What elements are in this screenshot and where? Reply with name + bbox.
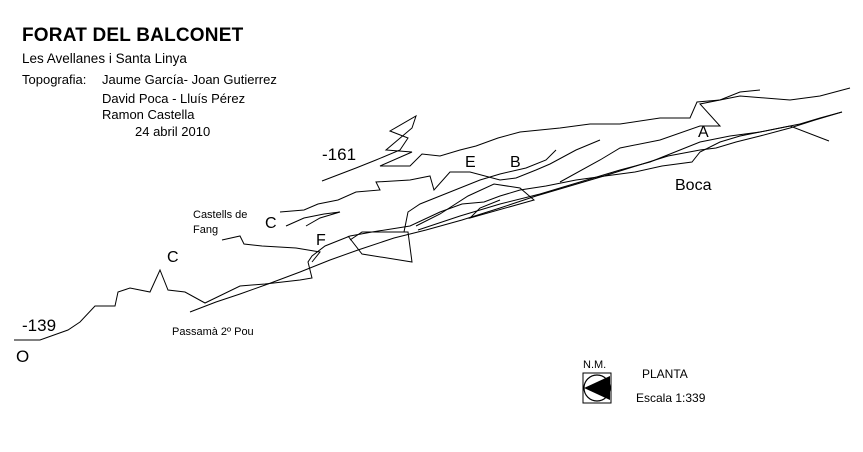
gallery-wall-lower <box>14 111 843 341</box>
central-loop <box>347 231 413 263</box>
topographer-line-3: Ramon Castella <box>102 107 195 122</box>
point-label-b: B <box>510 154 521 171</box>
central-connector <box>279 139 601 213</box>
survey-date: 24 abril 2010 <box>135 124 211 139</box>
scale-label: Escala 1:339 <box>636 391 706 405</box>
crosslink-2 <box>415 183 536 227</box>
left-lower-branch <box>221 235 321 263</box>
point-label-c-upper: C <box>265 215 277 232</box>
castells-label-line2: Fang <box>193 224 218 236</box>
topographer-line-2: David Poca - Lluís Pérez <box>102 91 246 106</box>
gallery-wall-passama <box>189 111 843 313</box>
central-crosslinks <box>403 149 557 233</box>
depth-label-lower: -139 <box>22 316 56 335</box>
point-label-e: E <box>465 154 476 171</box>
f-area-branch <box>285 211 341 227</box>
gallery-wall-right-lower <box>417 125 830 231</box>
topography-label: Topografia: <box>22 72 87 87</box>
passama-label: Passamà 2º Pou <box>172 326 254 338</box>
castells-label-line1: Castells de <box>193 209 247 221</box>
topographer-line-1: Jaume García- Joan Gutierrez <box>102 72 277 87</box>
north-label: N.M. <box>583 359 606 371</box>
north-arrow-icon <box>582 372 612 404</box>
page-title: FORAT DEL BALCONET <box>22 25 244 46</box>
point-label-f: F <box>316 232 326 249</box>
point-label-o: O <box>16 347 29 366</box>
gallery-wall-right-upper <box>559 87 851 183</box>
entrance-label: Boca <box>675 177 712 194</box>
location-subtitle: Les Avellanes i Santa Linya <box>22 51 187 66</box>
view-label: PLANTA <box>642 367 688 381</box>
depth-label-upper: -161 <box>322 145 356 164</box>
upper-gallery-outline <box>321 89 761 182</box>
point-label-c-lower: C <box>167 249 179 266</box>
point-label-a: A <box>698 124 709 141</box>
